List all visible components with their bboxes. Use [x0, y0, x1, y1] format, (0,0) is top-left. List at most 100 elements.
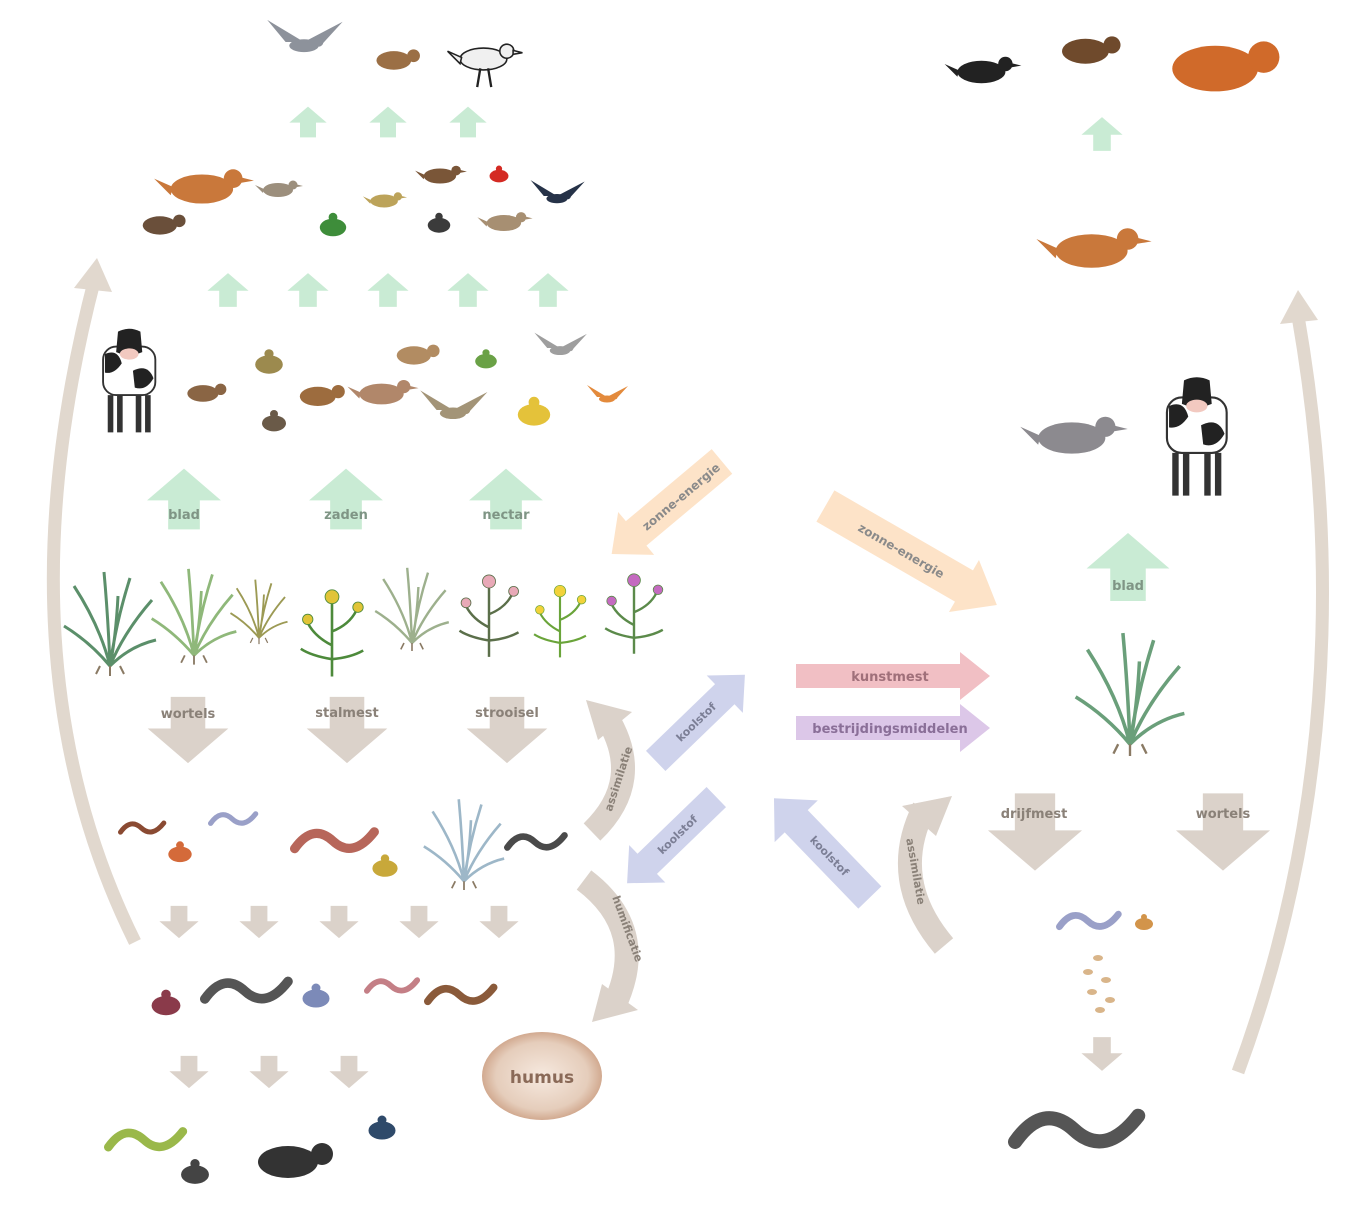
green-arrows-top-left [289, 107, 486, 138]
label-nectar: nectar [482, 508, 530, 523]
mite-icon [137, 990, 195, 1020]
springtail-icon [360, 854, 410, 881]
fungus-icon [424, 799, 504, 890]
humus-blob: humus [482, 1032, 602, 1120]
left-herbivores [103, 329, 628, 436]
butterfly-icon [587, 385, 628, 403]
right-top-predators [945, 36, 1280, 114]
label-blad-left: blad [168, 508, 200, 523]
nematode-icon [211, 814, 256, 824]
arrow-nectar: nectar [469, 469, 543, 530]
arrow-strooisel: strooisel [467, 697, 548, 763]
arrow-koolstof-right: koolstof [752, 777, 891, 918]
beetle-icon [355, 1116, 409, 1145]
cow-icon [103, 329, 155, 433]
ladybird-icon [480, 166, 518, 186]
harrier-icon [267, 20, 342, 52]
left-soil-fauna [137, 980, 493, 1020]
godwit-icon [1036, 228, 1151, 294]
arrow-zonne-energie-left: zonne-energie [594, 440, 740, 575]
mole-icon [134, 215, 186, 244]
arrow-assimilatie: assimilatie [586, 700, 635, 832]
owl-icon [255, 181, 303, 209]
grey-arrows-small-upper [159, 906, 518, 938]
marten-icon [1050, 36, 1121, 76]
aphid-icon [464, 349, 507, 372]
swallow-icon [531, 180, 585, 203]
quail-icon [347, 380, 418, 421]
arrow-wortels-right: wortels [1176, 793, 1270, 870]
arrow-bestrijdingsmiddelen: bestrijdingsmiddelen [796, 704, 990, 752]
grass-icon [152, 569, 237, 665]
fox-icon [1149, 41, 1279, 114]
grass-icon [64, 572, 156, 676]
worm-icon [205, 981, 288, 999]
stoat-icon [367, 49, 420, 79]
arrow-blad-right: blad [1087, 533, 1170, 601]
flower-icon [605, 574, 663, 654]
mole-icon [242, 1143, 333, 1194]
green-arrows-mid-left [207, 273, 568, 307]
left-plants [64, 568, 663, 677]
arrow-blad-left: blad [147, 469, 221, 530]
earthworm-icon [295, 832, 375, 849]
nematode-icon [1059, 914, 1118, 926]
arrow-drijfmest: drijfmest [988, 793, 1082, 870]
snail-icon [250, 410, 298, 435]
millipede-icon [428, 987, 494, 1001]
label-zaden: zaden [324, 508, 368, 523]
bacteria-icon [1083, 955, 1115, 1013]
buttercup-icon [534, 585, 586, 657]
arrow-humificatie: humificatie [584, 880, 645, 1022]
left-secondary-consumers [134, 166, 585, 244]
arrow-stalmest: stalmest [307, 697, 388, 763]
cranefly-icon [534, 333, 586, 355]
left-top-predators [267, 20, 522, 87]
worm-icon [1015, 1116, 1138, 1142]
label-blad-right: blad [1112, 579, 1144, 594]
centipede-icon [108, 1131, 183, 1147]
right-soil [1015, 914, 1162, 1142]
grass-icon [375, 568, 449, 651]
bumblebee-icon [502, 397, 567, 431]
mite-icon [157, 841, 204, 866]
stonechat-icon [415, 166, 467, 196]
label-humus: humus [510, 1068, 574, 1088]
grey-arrows-small-lower [169, 1056, 368, 1088]
left-decomposers [121, 799, 565, 890]
cow-icon [1167, 377, 1227, 495]
crow-icon [945, 57, 1022, 101]
lark-icon [477, 212, 532, 244]
vole-icon [290, 385, 345, 416]
green-arrow-right-top [1081, 117, 1122, 151]
arrow-koolstof-up: koolstof [638, 656, 763, 780]
arrow-kunstmest: kunstmest [796, 652, 990, 700]
stork-icon [448, 44, 523, 87]
grass-icon [1076, 633, 1185, 756]
mouse-icon [388, 345, 440, 374]
grasshopper-icon [241, 349, 296, 378]
label-stalmest: stalmest [315, 706, 379, 721]
protozoa-icon [1126, 914, 1162, 933]
arrow-zonne-energie-right: zonne-energie [810, 480, 1011, 631]
arrow-zaden: zaden [309, 469, 383, 530]
hare-icon [179, 384, 226, 411]
label-bestrijdingsmiddelen: bestrijdingsmiddelen [812, 722, 967, 737]
label-kunstmest: kunstmest [851, 670, 928, 685]
label-zonne-energie-left: zonne-energie [640, 460, 723, 533]
herb-icon [459, 575, 518, 657]
arrow-assimilatie-right: assimilatie [902, 796, 952, 946]
label-wortels-right: wortels [1196, 807, 1251, 822]
chick-icon [363, 192, 407, 217]
label-strooisel: strooisel [475, 706, 539, 721]
leech-icon [121, 823, 164, 832]
grass-icon [230, 580, 287, 644]
frog-icon [307, 213, 360, 241]
right-herbivores [1020, 377, 1226, 495]
left-soil-predators [108, 1116, 409, 1195]
label-wortels-left: wortels [161, 707, 216, 722]
goose-icon [1020, 417, 1128, 479]
moth-icon [420, 390, 487, 419]
slug-icon [507, 835, 564, 847]
